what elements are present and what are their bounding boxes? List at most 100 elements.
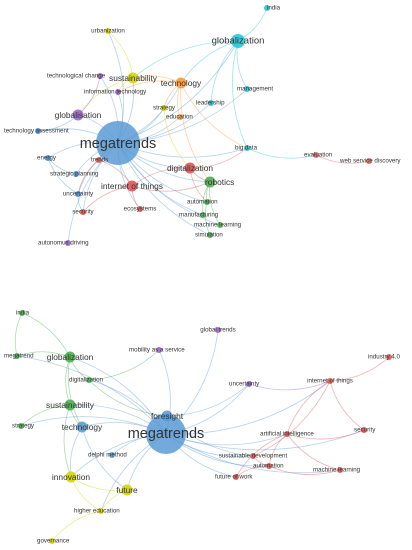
node-label-top-ecosystems: ecosystems	[124, 206, 157, 213]
node-bottom-india[interactable]	[19, 310, 25, 316]
node-label-top-india: india	[267, 5, 281, 12]
node-label-bottom-future_of_work: future of work	[215, 474, 253, 481]
node-bottom-future_of_work[interactable]	[233, 474, 239, 480]
node-label-top-machine_learning: machine learning	[194, 222, 242, 229]
node-bottom-megatrend[interactable]	[14, 353, 20, 359]
node-top-management[interactable]	[244, 86, 250, 92]
node-top-robotics[interactable]	[204, 176, 216, 188]
node-top-autonomus_driving[interactable]	[65, 240, 71, 246]
edge-top-technology-information_technology	[117, 80, 182, 93]
node-top-simulation[interactable]	[207, 232, 213, 238]
edge-bottom-foresight-uncertainty	[166, 383, 250, 417]
node-bottom-technology[interactable]	[76, 421, 88, 433]
node-bottom-future[interactable]	[121, 484, 133, 496]
node-bottom-governance[interactable]	[49, 538, 55, 544]
node-label-bottom-megatrends: megatrends	[128, 426, 205, 442]
node-top-technological_change[interactable]	[97, 73, 103, 79]
edge-bottom-digitalization-foresight	[88, 379, 168, 417]
node-top-india[interactable]	[264, 5, 270, 11]
node-label-top-evaluation: evaluation	[304, 152, 333, 159]
node-bottom-higher_education[interactable]	[98, 508, 104, 514]
node-label-top-sustainability: sustainability	[109, 73, 158, 83]
node-bottom-innovation[interactable]	[65, 471, 77, 483]
edge-bottom-india-megatrend	[14, 312, 23, 357]
edge-top-big_data-evaluation	[246, 147, 317, 159]
node-bottom-sustainability[interactable]	[64, 399, 76, 411]
edge-top-sustainability-globalisation	[77, 77, 134, 116]
edge-bottom-automation-future_of_work	[235, 465, 270, 478]
node-top-information_technology[interactable]	[115, 89, 121, 95]
node-label-top-trends: trends	[91, 157, 108, 164]
node-label-bottom-technology: technology	[62, 422, 103, 432]
node-label-top-education: education	[166, 114, 193, 121]
node-label-bottom-sustainability: sustainability	[46, 400, 95, 410]
edge-top-globalization-management	[236, 40, 248, 90]
node-label-top-internet_of_things: internet of things	[101, 181, 163, 191]
node-label-top-megatrends: megatrends	[80, 136, 157, 152]
node-top-machine_learning[interactable]	[217, 222, 223, 228]
node-label-bottom-sustainable_development: sustainable development	[219, 453, 288, 460]
node-bottom-mobility_as_a_service[interactable]	[156, 347, 162, 353]
edge-bottom-megatrends-megatrend	[16, 355, 167, 435]
node-label-bottom-innovation: innovation	[52, 472, 91, 482]
edge-bottom-internet_of_things-industry_4_0	[329, 356, 390, 382]
edge-bottom-uncertainty-internet_of_things	[248, 380, 331, 391]
node-label-top-robotics: robotics	[205, 177, 234, 187]
node-top-strategy[interactable]	[161, 105, 167, 111]
node-label-bottom-globalization: globalization	[47, 352, 94, 362]
node-label-top-strategic_planning: strategic planning	[50, 171, 99, 178]
node-top-urbanization[interactable]	[105, 28, 111, 34]
edge-bottom-artificial_intelligence-security	[286, 429, 365, 440]
node-top-manufacturing[interactable]	[200, 212, 206, 218]
node-bottom-megatrends[interactable]	[146, 414, 186, 454]
node-top-digitalization[interactable]	[184, 162, 196, 174]
node-label-bottom-machine_learning: machine learning	[313, 467, 361, 474]
node-top-education[interactable]	[177, 114, 183, 120]
node-top-trends[interactable]	[96, 157, 102, 163]
edge-top-globalization-big_data	[231, 40, 248, 149]
edge-top-energy-uncertainty	[47, 157, 79, 195]
edge-top-automation-simulation	[204, 201, 211, 236]
node-bottom-globalization[interactable]	[64, 351, 76, 363]
node-top-globalization[interactable]	[231, 34, 245, 48]
node-label-bottom-delphi_method: delphi method	[88, 452, 127, 459]
node-label-top-automation: automation	[187, 199, 218, 206]
edge-top-sustainability-urbanization	[107, 30, 134, 79]
node-label-bottom-foresight: foresight	[151, 411, 184, 421]
node-label-top-leadership: leadership	[196, 100, 225, 107]
node-bottom-industry_4_0[interactable]	[386, 354, 392, 360]
node-top-big_data[interactable]	[244, 145, 250, 151]
node-bottom-security[interactable]	[361, 427, 367, 433]
node-label-bottom-digitalization: digitalization	[69, 377, 104, 384]
edge-top-strategy-digitalization	[163, 107, 191, 169]
edge-bottom-artificial_intelligence-automation	[268, 433, 288, 467]
node-top-automation[interactable]	[204, 199, 210, 205]
node-bottom-strategy[interactable]	[18, 423, 24, 429]
node-bottom-delphi_method[interactable]	[109, 452, 115, 458]
node-top-security[interactable]	[80, 209, 86, 215]
node-top-web_service_discovery[interactable]	[366, 158, 372, 164]
node-bottom-internet_of_things[interactable]	[327, 378, 333, 384]
node-top-megatrends[interactable]	[96, 121, 140, 165]
node-bottom-global_trends[interactable]	[215, 327, 221, 333]
node-top-energy[interactable]	[45, 155, 51, 161]
node-label-top-autonomus_driving: autonomus driving	[38, 240, 89, 247]
node-label-bottom-megatrend: megatrend	[4, 353, 34, 360]
node-top-ecosystems[interactable]	[137, 206, 143, 212]
node-top-uncertainty[interactable]	[75, 191, 81, 197]
node-bottom-sustainable_development[interactable]	[250, 453, 256, 459]
node-bottom-automation[interactable]	[266, 463, 272, 469]
node-bottom-artificial_intelligence[interactable]	[284, 431, 290, 437]
node-top-leadership[interactable]	[208, 100, 214, 106]
node-top-technology[interactable]	[175, 77, 187, 89]
node-top-strategic_planning[interactable]	[73, 171, 79, 177]
edge-bottom-technology-innovation	[69, 426, 83, 478]
node-top-internet_of_things[interactable]	[126, 180, 138, 192]
node-bottom-digitalization[interactable]	[86, 377, 92, 383]
node-top-technology_assessment[interactable]	[35, 128, 41, 134]
node-bottom-uncertainty[interactable]	[246, 381, 252, 387]
node-top-globalisation[interactable]	[72, 109, 84, 121]
node-top-sustainability[interactable]	[127, 72, 139, 84]
node-bottom-machine_learning[interactable]	[337, 467, 343, 473]
node-top-evaluation[interactable]	[313, 152, 319, 158]
